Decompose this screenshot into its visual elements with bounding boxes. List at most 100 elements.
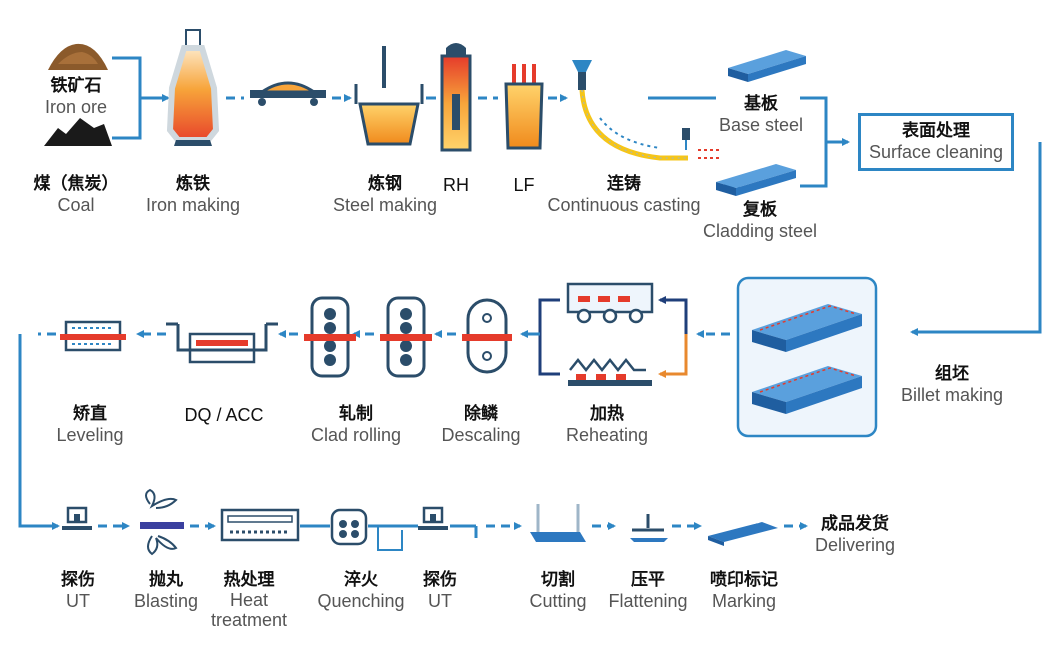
flattening-label-en: Flattening [608, 591, 688, 611]
step-coal: 煤（焦炭） Coal [34, 174, 119, 216]
marking-label-zh: 喷印标记 [710, 570, 778, 590]
rolling-mill-icon [380, 296, 432, 378]
leveler-icon [60, 320, 126, 352]
iron-ore-label-en: Iron ore [44, 97, 108, 117]
step-cutting: 切割 Cutting [529, 570, 586, 612]
ut-2-label-zh: 探伤 [423, 570, 457, 590]
coal-icon [44, 118, 112, 146]
leveling-label-en: Leveling [56, 425, 124, 445]
surface-cleaning-label-en: Surface cleaning [868, 142, 1004, 162]
cutting-label-zh: 切割 [540, 570, 575, 590]
steel-making-label-en: Steel making [332, 195, 438, 215]
billet-making-box [736, 276, 878, 438]
marking-label-en: Marking [711, 591, 777, 611]
iron-ore-label-zh: 铁矿石 [50, 76, 102, 96]
leveling-label-zh: 矫直 [73, 404, 107, 424]
marked-plate-icon [708, 521, 778, 546]
cladding-steel-plate-icon [716, 164, 796, 196]
base-steel-plate-icon [728, 50, 806, 82]
reheating-furnace-icon [520, 282, 688, 386]
billet-making-label-en: Billet making [900, 385, 1004, 405]
billet-making-label-zh: 组坯 [934, 364, 969, 384]
descaling-label-en: Descaling [441, 425, 521, 445]
step-base-steel: 基板 Base steel [719, 94, 803, 136]
quenching-label-zh: 淬火 [343, 570, 378, 590]
clad-rolling-label-zh: 轧制 [338, 404, 373, 424]
blasting-label-zh: 抛丸 [148, 570, 183, 590]
continuous-casting-label-en: Continuous casting [547, 195, 701, 215]
step-steel-making: 炼钢 Steel making [333, 174, 437, 216]
blast-furnace-icon [166, 29, 220, 146]
step-continuous-casting: 连铸 Continuous casting [547, 174, 700, 216]
heat-treatment-furnace-icon [220, 508, 300, 542]
flattening-press-icon [630, 514, 668, 542]
heat-treatment-label-en-1: Heat [229, 590, 269, 610]
ultrasonic-testing-icon [62, 506, 92, 530]
step-descaling: 除鳞 Descaling [441, 404, 520, 446]
clad-rolling-label-en: Clad rolling [310, 425, 402, 445]
lf-label: LF [513, 175, 535, 195]
iron-making-label-zh: 炼铁 [175, 174, 210, 194]
iron-ore-icon [48, 43, 108, 70]
heat-treatment-label-zh: 热处理 [223, 570, 275, 590]
cladding-steel-label-en: Cladding steel [702, 221, 818, 241]
ut-1-label-zh: 探伤 [61, 570, 95, 590]
step-ut-2: 探伤 UT [423, 570, 457, 612]
ladle-furnace-icon [504, 64, 544, 150]
shot-blasting-icon [140, 488, 184, 556]
continuous-casting-label-zh: 连铸 [606, 174, 641, 194]
cladding-steel-label-zh: 复板 [742, 200, 777, 220]
ut-2-label-en: UT [428, 591, 452, 611]
rh-degasser-icon [440, 43, 472, 152]
step-reheating: 加热 Reheating [566, 404, 648, 446]
step-dq-acc: DQ / ACC [184, 404, 263, 426]
base-steel-label-en: Base steel [718, 115, 804, 135]
cutting-label-en: Cutting [529, 591, 587, 611]
coal-label-en: Coal [57, 195, 95, 215]
step-quenching: 淬火 Quenching [317, 570, 404, 612]
step-ut-1: 探伤 UT [61, 570, 95, 612]
step-delivering: 成品发货 Delivering [815, 514, 895, 556]
step-flattening: 压平 Flattening [608, 570, 687, 612]
rolling-mill-icon [304, 296, 356, 378]
delivering-label-zh: 成品发货 [820, 514, 889, 534]
step-lf: LF [513, 174, 534, 196]
step-marking: 喷印标记 Marking [710, 570, 778, 612]
base-steel-label-zh: 基板 [744, 94, 778, 114]
converter-icon [354, 46, 424, 146]
step-clad-rolling: 轧制 Clad rolling [311, 404, 401, 446]
rh-label: RH [443, 175, 469, 195]
quenching-icon [330, 508, 368, 546]
surface-cleaning-box: 表面处理 Surface cleaning [858, 113, 1014, 171]
blasting-label-en: Blasting [133, 591, 199, 611]
step-heat-treatment: 热处理 Heat treatment [211, 570, 287, 630]
dq-acc-label: DQ / ACC [184, 405, 264, 425]
step-rh: RH [443, 174, 469, 196]
heat-treatment-label-en-2: treatment [210, 610, 288, 630]
coal-label-zh: 煤（焦炭） [33, 174, 119, 194]
torpedo-car-icon [250, 81, 326, 106]
step-iron-making: 炼铁 Iron making [146, 174, 240, 216]
reheating-label-zh: 加热 [589, 404, 624, 424]
ore-coal-bracket [112, 56, 168, 140]
cutting-table-icon [530, 504, 586, 542]
ultrasonic-testing-icon [418, 506, 448, 530]
ut-1-label-en: UT [66, 591, 90, 611]
step-cladding-steel: 复板 Cladding steel [703, 200, 817, 242]
iron-making-label-en: Iron making [145, 195, 241, 215]
quenching-label-en: Quenching [317, 591, 405, 611]
dq-acc-cooling-icon [166, 322, 278, 364]
flattening-label-zh: 压平 [631, 570, 665, 590]
step-billet-making: 组坯 Billet making [901, 364, 1003, 406]
continuous-caster-icon [572, 60, 722, 161]
descaling-icon [462, 298, 512, 374]
delivering-label-en: Delivering [814, 535, 896, 555]
steel-making-label-zh: 炼钢 [368, 174, 402, 194]
reheating-label-en: Reheating [565, 425, 649, 445]
step-leveling: 矫直 Leveling [56, 404, 123, 446]
descaling-label-zh: 除鳞 [463, 404, 498, 424]
step-blasting: 抛丸 Blasting [134, 570, 198, 612]
step-iron-ore: 铁矿石 Iron ore [45, 76, 107, 118]
surface-cleaning-label-zh: 表面处理 [902, 121, 970, 141]
